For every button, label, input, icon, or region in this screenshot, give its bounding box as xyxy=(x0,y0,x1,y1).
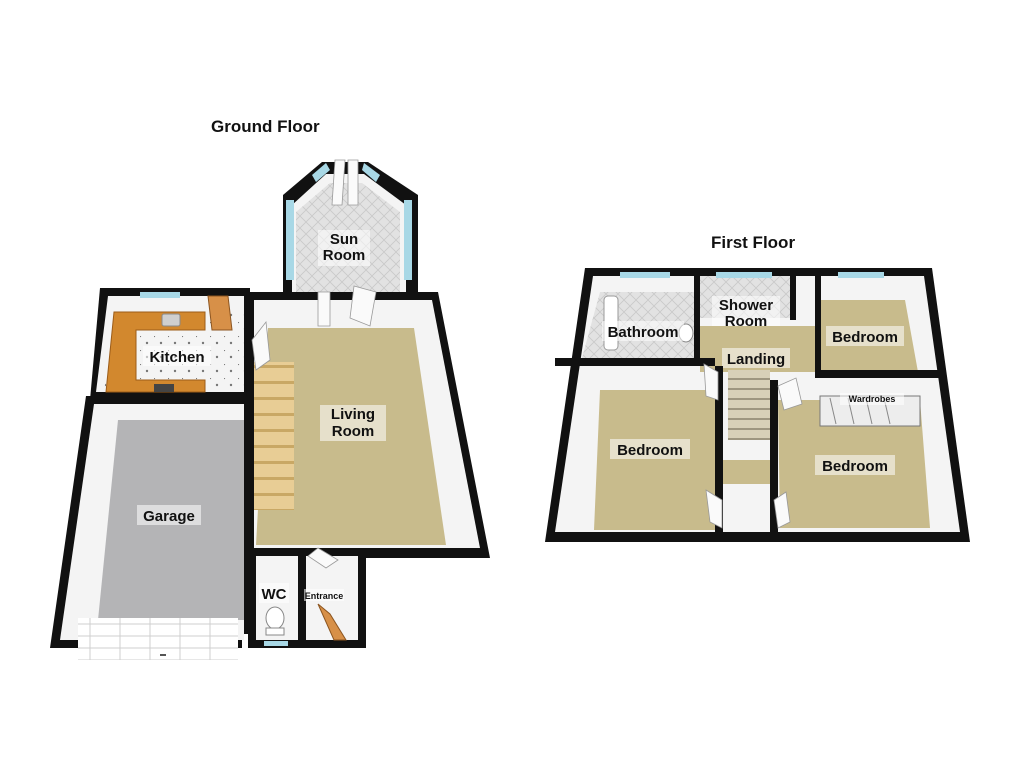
window-icon xyxy=(140,292,180,298)
sink-icon xyxy=(161,313,181,327)
hob-icon xyxy=(154,384,174,392)
room-label-shower-room: Shower xyxy=(719,297,773,314)
window-icon xyxy=(286,163,412,280)
stairs-icon xyxy=(728,370,770,440)
stairs-icon xyxy=(254,362,294,510)
room-label-kitchen: Kitchen xyxy=(149,349,204,366)
room-label-sun-room: Sun xyxy=(330,231,358,248)
window-icon xyxy=(264,641,288,646)
room-label-shower-room-2: Room xyxy=(725,313,768,330)
door-icon xyxy=(773,377,803,529)
room-label-living-room: Living xyxy=(331,406,375,423)
sun-room xyxy=(283,159,418,292)
room-label-garage: Garage xyxy=(143,508,195,525)
garage-door-icon xyxy=(78,618,238,660)
ground-floor-title: Ground Floor xyxy=(211,117,320,136)
room-label-wardrobes: Wardrobes xyxy=(849,394,896,404)
room-label-bathroom: Bathroom xyxy=(608,324,679,341)
door-icon xyxy=(207,295,233,331)
bedroom-left xyxy=(555,358,723,532)
door-icon xyxy=(703,363,723,529)
door-icon xyxy=(331,159,359,206)
window-icon xyxy=(716,272,772,278)
kitchen xyxy=(90,288,250,400)
room-label-bedroom-3: Bedroom xyxy=(822,458,888,475)
room-label-bedroom-1: Bedroom xyxy=(617,442,683,459)
room-label-entrance: Entrance xyxy=(305,591,344,601)
door-icon xyxy=(307,547,347,641)
door-icon xyxy=(251,285,377,371)
first-floor-title: First Floor xyxy=(711,233,795,252)
room-label-sun-room-2: Room xyxy=(323,247,366,264)
toilet-icon xyxy=(265,606,285,636)
room-label-bedroom-2: Bedroom xyxy=(832,329,898,346)
window-icon xyxy=(838,272,884,278)
room-label-living-room-2: Room xyxy=(332,423,375,440)
room-label-wc: WC xyxy=(262,586,287,603)
garage xyxy=(50,396,252,660)
room-label-landing: Landing xyxy=(727,351,785,368)
window-icon xyxy=(620,272,670,278)
